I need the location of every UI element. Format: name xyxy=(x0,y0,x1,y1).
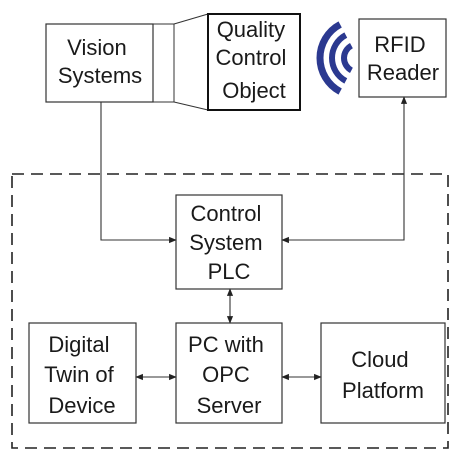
cloud-platform-label: Cloud Platform xyxy=(342,347,424,403)
rfid-reader-box xyxy=(358,18,447,98)
rfid-wave-icon xyxy=(316,21,354,95)
fov-top-edge xyxy=(173,13,209,25)
rfid-wave-arc-2 xyxy=(329,32,348,84)
digital-twin-label: Digital Twin of Device xyxy=(44,332,120,418)
digital-twin-box xyxy=(28,322,137,424)
plc-rfid-connector xyxy=(281,96,408,244)
control-system-plc-label: Control System PLC xyxy=(189,201,268,284)
fov-bottom-edge xyxy=(173,101,209,111)
opc-server-box xyxy=(175,322,283,424)
vision-to-plc-connector xyxy=(100,102,177,244)
opc-server-label: PC with OPC Server xyxy=(188,332,270,418)
system-boundary xyxy=(11,173,449,449)
vision-systems-box xyxy=(45,23,154,103)
quality-control-object-box xyxy=(207,13,301,111)
control-system-plc-box xyxy=(175,194,283,290)
vision-systems-label: Vision Systems xyxy=(58,35,142,88)
rfid-wave-arc-1 xyxy=(341,42,354,74)
quality-control-object-label: Quality Control Object xyxy=(215,17,292,103)
vision-field-of-view xyxy=(152,23,175,103)
rfid-wave-arc-3 xyxy=(316,21,342,95)
cloud-platform-box xyxy=(320,322,446,424)
rfid-reader-label: RFID Reader xyxy=(367,32,439,85)
